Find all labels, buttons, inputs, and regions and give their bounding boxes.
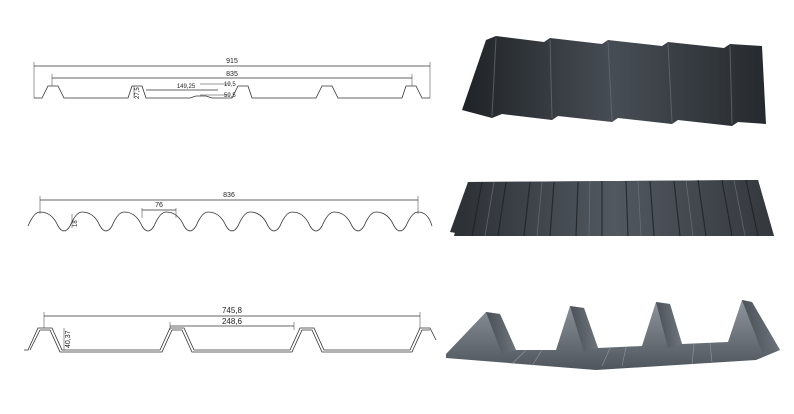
profile-outline-2: [27, 211, 433, 232]
profile-outline-1: [34, 85, 430, 99]
dim-label-d1-1: 19,5: [224, 82, 236, 88]
dim-label-d2-1: 59,5: [224, 93, 236, 99]
roof-sheet-photo-1: [462, 36, 766, 126]
dim-label-overall-3: 745,8: [222, 306, 243, 315]
dim-label-overall-2: 836: [223, 192, 235, 199]
profile-drawing-3: 745,8 248,6 40,37: [24, 306, 437, 353]
dim-label-height-3: 40,37: [65, 330, 72, 348]
profile-drawing-1: 915 835 149,25 19,5 59,5 27,5: [33, 58, 431, 99]
sheet-body-1: [462, 36, 766, 126]
dim-label-pitch-2: 76: [155, 202, 163, 209]
dim-label-pitch-3: 248,6: [222, 317, 243, 326]
sheet-body-3: [446, 300, 780, 370]
dim-label-overall-1: 915: [226, 58, 238, 65]
profile-outline-3: [24, 327, 437, 351]
roof-sheet-photo-3: [446, 300, 780, 370]
dim-label-height-2: 18: [73, 220, 79, 227]
profile-row-1: 915 835 149,25 19,5 59,5 27,5: [0, 0, 794, 138]
roof-sheet-photo-2: [450, 179, 774, 237]
dim-label-pitch-1: 149,25: [177, 84, 196, 90]
dim-label-height-1: 27,5: [135, 87, 141, 99]
profile-drawing-2: 836 76 18: [27, 192, 433, 232]
profile-row-3: 745,8 248,6 40,37: [0, 276, 794, 414]
profile-row-2: 836 76 18: [0, 138, 794, 276]
dim-label-cover-1: 835: [226, 71, 238, 78]
